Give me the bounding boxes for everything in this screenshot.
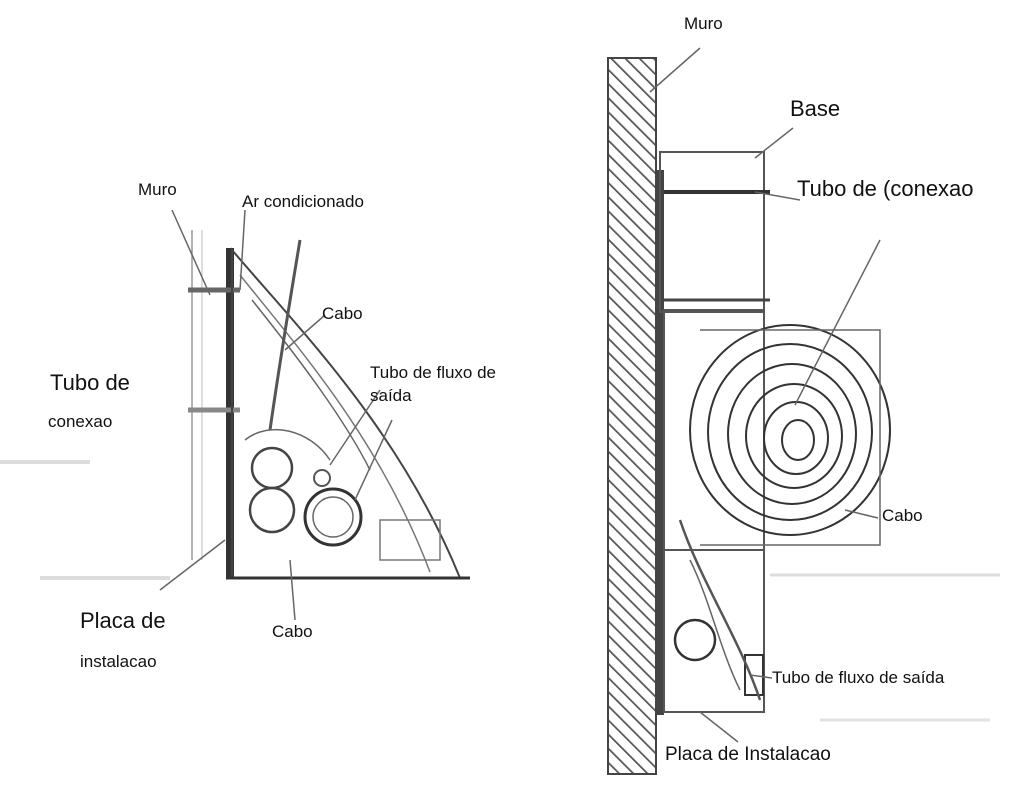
right-housing — [663, 309, 765, 551]
left-view — [0, 209, 470, 621]
left-label-install-plate-1: Placa de — [80, 608, 166, 633]
left-label-connection-tube-1: Tubo de — [50, 370, 130, 395]
left-label-connection-tube-2: conexao — [48, 412, 113, 431]
right-label-outflow-tube: Tubo de fluxo de saída — [772, 668, 945, 687]
right-label-base: Base — [790, 96, 841, 121]
right-cable — [678, 519, 762, 701]
right-label-connection-tube: Tubo de (conexao — [797, 176, 974, 201]
right-install-plate — [656, 170, 664, 715]
left-label-cable-bottom: Cabo — [272, 622, 313, 641]
right-outflow-pipe — [673, 618, 717, 662]
right-label-wall: Muro — [684, 14, 723, 33]
left-pipe-1 — [250, 446, 294, 490]
right-coil — [689, 324, 891, 536]
left-label-cable-top: Cabo — [322, 304, 363, 323]
left-ac-unit — [231, 247, 462, 579]
left-outflow-pipe — [303, 487, 363, 547]
left-pipe-2 — [248, 486, 296, 534]
left-label-install-plate-2: instalacao — [80, 652, 157, 671]
left-label-wall: Muro — [138, 180, 177, 199]
right-label-install-plate: Placa de Instalacao — [665, 744, 831, 765]
left-label-ac-unit: Ar condicionado — [242, 192, 364, 211]
right-label-cable: Cabo — [882, 506, 923, 525]
right-wall — [607, 57, 657, 775]
right-view — [607, 47, 1000, 775]
right-lower-box — [663, 549, 765, 713]
left-cable-line — [268, 239, 302, 431]
left-label-outflow-tube-1: Tubo de fluxo de — [370, 363, 497, 382]
right-base — [659, 151, 765, 313]
left-install-plate — [226, 248, 234, 578]
left-label-outflow-tube-2: saída — [370, 386, 412, 405]
